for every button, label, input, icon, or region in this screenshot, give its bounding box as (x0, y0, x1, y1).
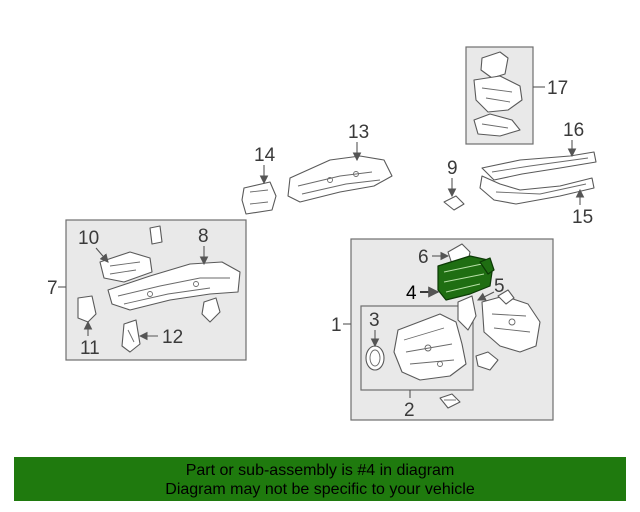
callout-17: 17 (547, 78, 568, 99)
part-15-rail[interactable] (479, 175, 595, 205)
part-14-bracket[interactable] (241, 181, 277, 215)
callout-12: 12 (162, 327, 183, 348)
callout-1: 1 (331, 315, 342, 336)
callout-11: 11 (80, 338, 100, 359)
part-16-rail[interactable] (481, 151, 597, 181)
group-box-17 (465, 46, 545, 145)
caption-banner: Part or sub-assembly is #4 in diagram Di… (14, 457, 626, 501)
part-2-assembly[interactable] (393, 313, 467, 381)
group-box-7 (58, 219, 247, 361)
group-box-1 (343, 238, 554, 421)
part-4-highlighted[interactable] (437, 255, 495, 301)
callout-10: 10 (78, 228, 99, 249)
callout-4: 4 (406, 283, 417, 304)
callout-2: 2 (404, 400, 415, 421)
part-5-bracket[interactable] (457, 289, 541, 353)
part-small-clip-a[interactable] (475, 351, 499, 371)
leader-10 (95, 247, 109, 263)
caption-line-2: Diagram may not be specific to your vehi… (165, 481, 475, 498)
part-3-plug[interactable] (365, 345, 385, 371)
part-17-bracket-assembly[interactable] (473, 51, 523, 137)
callout-7: 7 (47, 278, 58, 299)
callout-16: 16 (563, 120, 584, 141)
part-8-side-member[interactable] (107, 261, 241, 323)
callout-15: 15 (572, 207, 593, 228)
part-10-bracket[interactable] (99, 225, 163, 283)
part-12-bracket[interactable] (121, 319, 141, 353)
callout-8: 8 (198, 226, 209, 247)
callout-13: 13 (348, 122, 369, 143)
callout-3: 3 (369, 310, 380, 331)
leader-5 (477, 291, 495, 301)
callout-6: 6 (418, 247, 429, 268)
part-small-clip-b[interactable] (439, 393, 461, 409)
callout-14: 14 (254, 145, 276, 166)
caption-line-1: Part or sub-assembly is #4 in diagram (185, 462, 455, 479)
part-9-clip[interactable] (443, 195, 465, 211)
part-13-upper-rail[interactable] (287, 155, 393, 203)
group-box-2 (360, 305, 474, 391)
part-11-bracket[interactable] (77, 295, 97, 323)
callout-9: 9 (447, 158, 458, 179)
parts-diagram: 17 13 14 9 16 15 10 8 7 11 12 6 4 5 1 3 … (47, 46, 597, 421)
callout-5: 5 (494, 276, 505, 297)
